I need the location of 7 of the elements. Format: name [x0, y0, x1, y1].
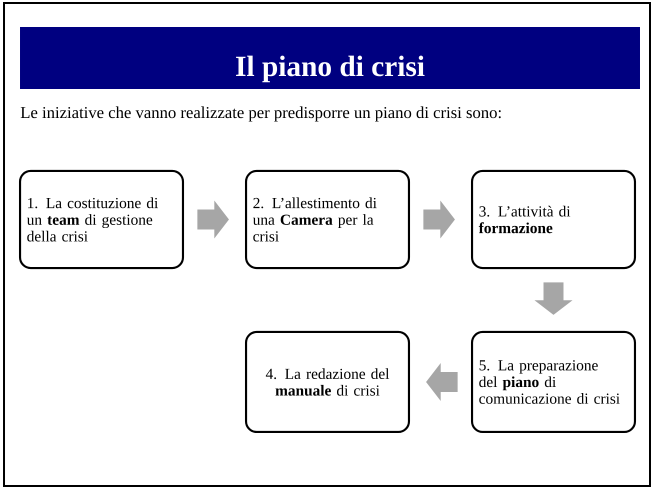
- process-box: 5. La preparazione del piano di comunicazione di crisi: [470, 330, 636, 434]
- intro-text: Le iniziative che vanno realizzate per predisporre un piano di crisi sono:: [20, 106, 501, 122]
- process-box: 4. La redazione del manuale di crisi: [244, 330, 410, 434]
- process-box: 3. L’attività di formazione: [470, 170, 636, 270]
- process-box: 1. La costituzione di un team di gestione della crisi: [18, 170, 184, 270]
- process-box: 2. L’allestimento di una Camera per la crisi: [244, 170, 410, 270]
- title-banner: Il piano di crisi: [20, 27, 640, 89]
